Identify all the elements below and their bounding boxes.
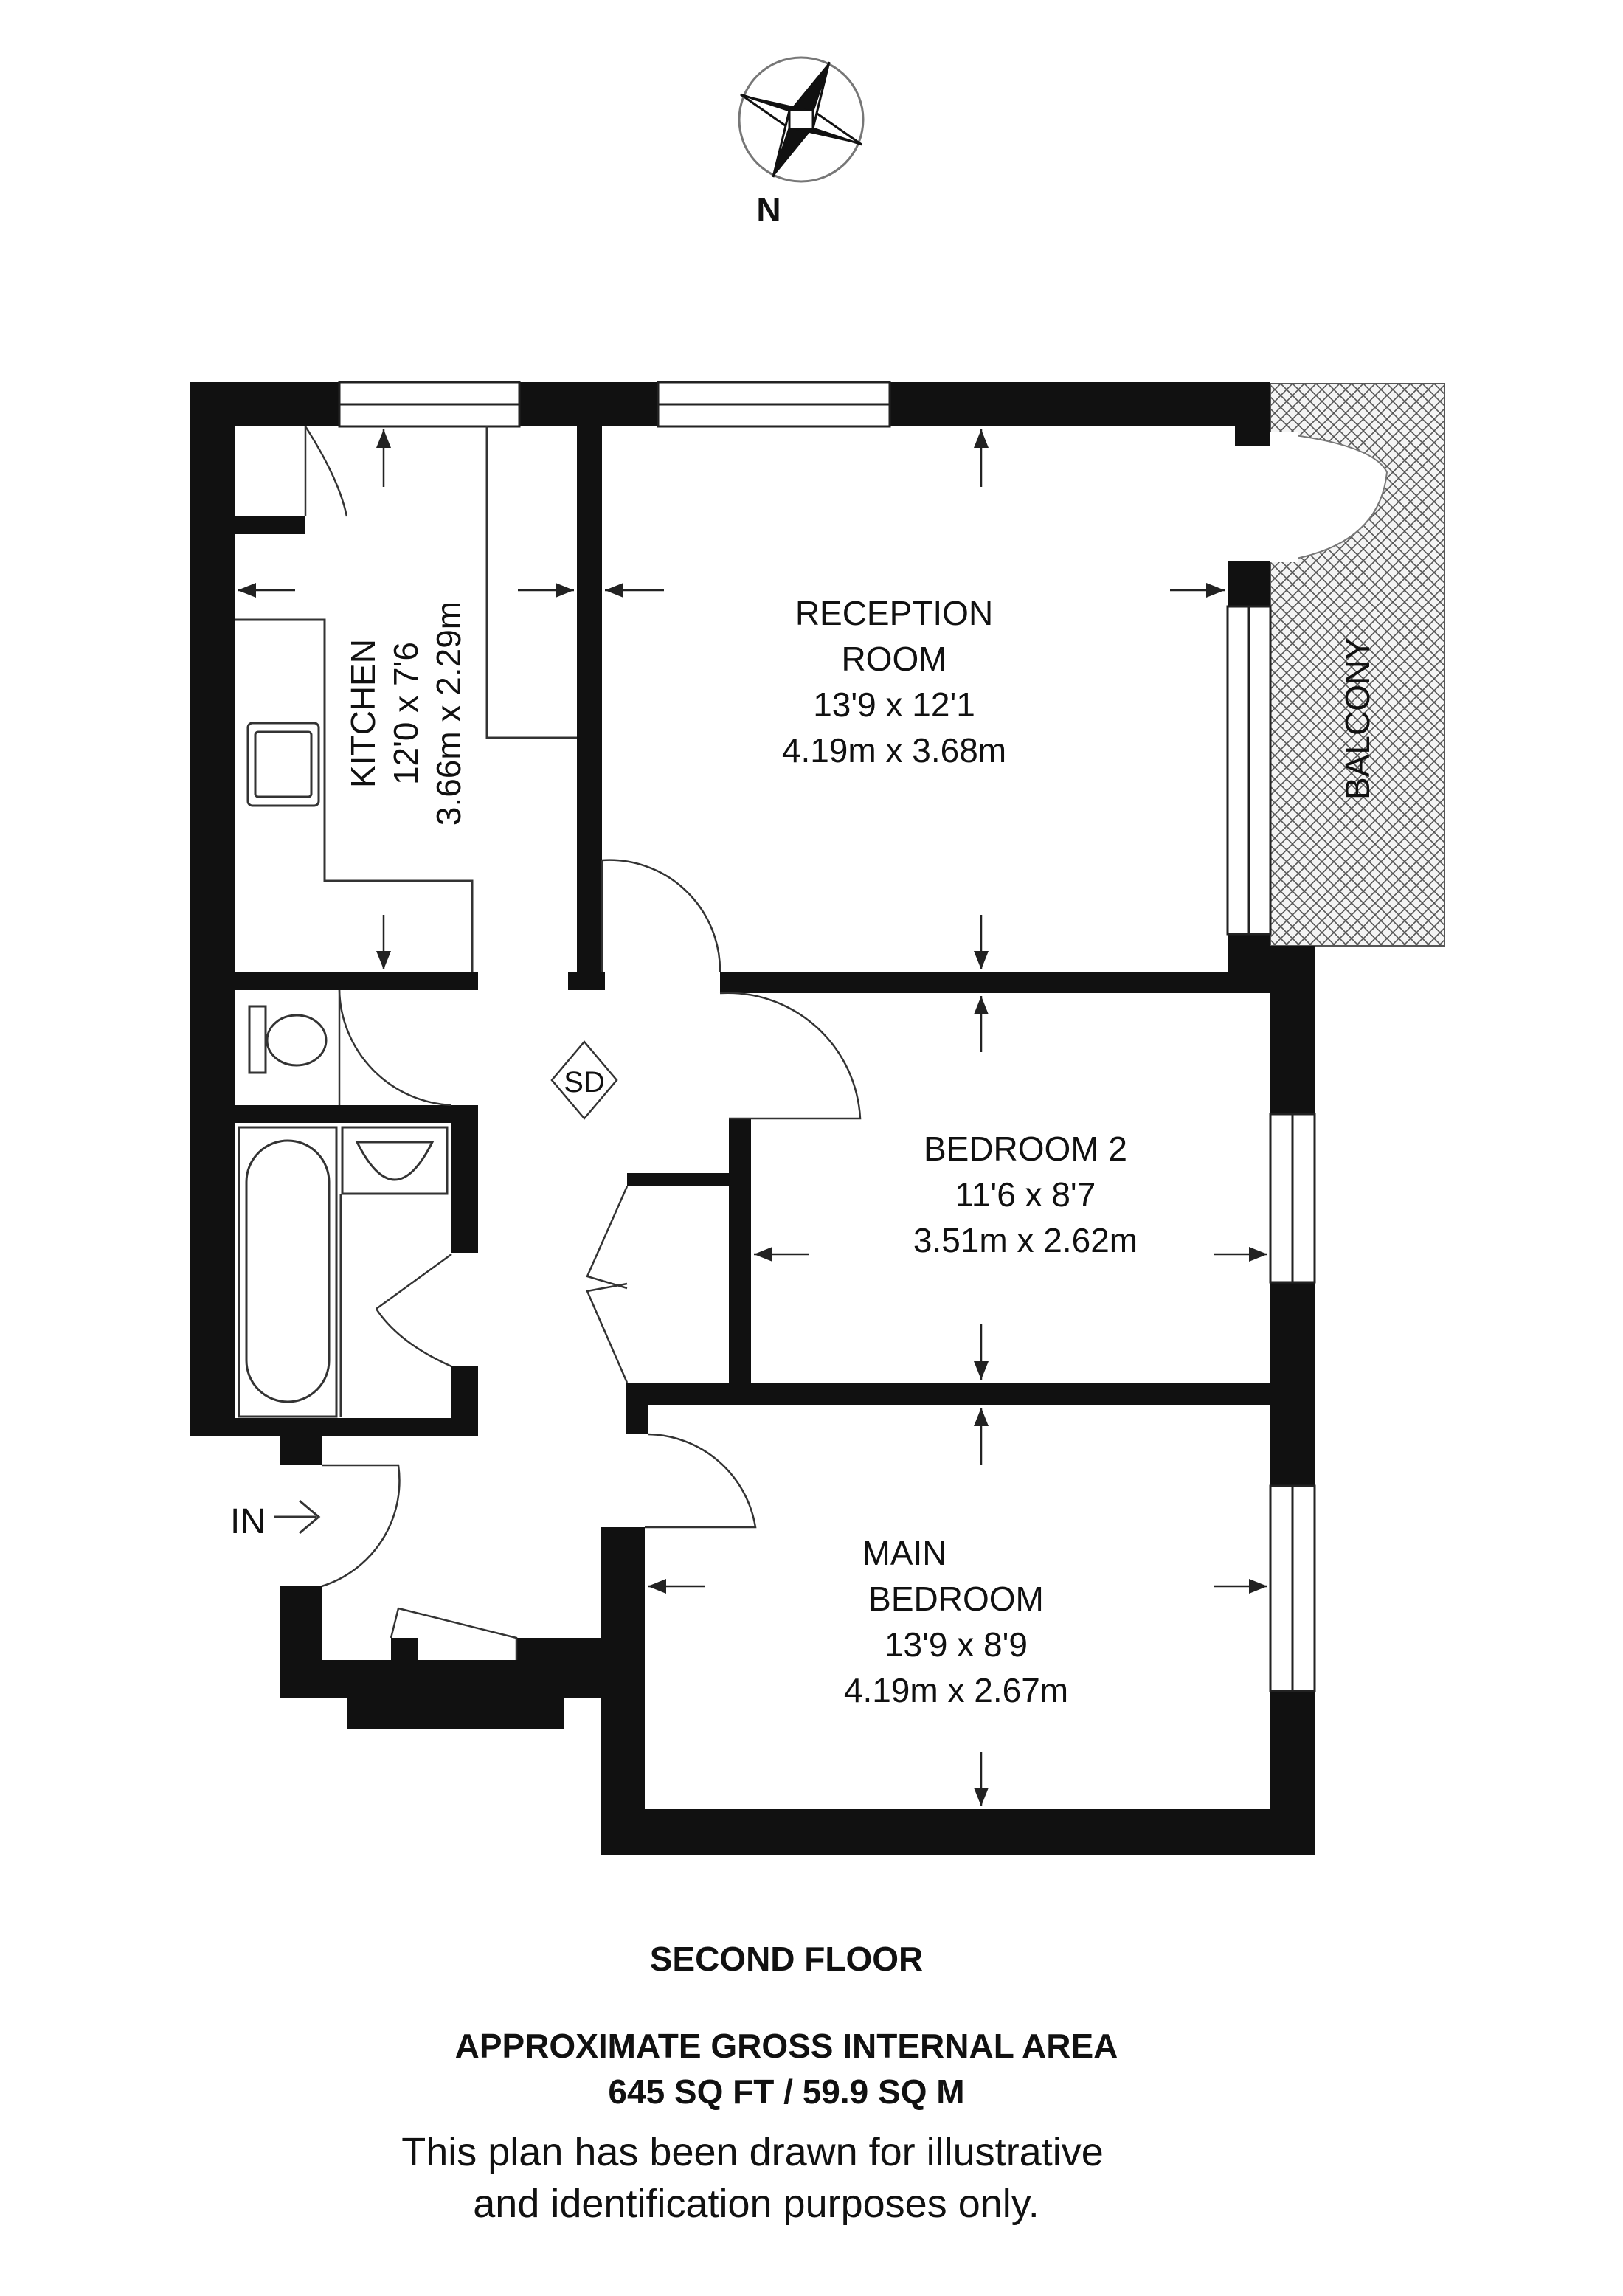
basin-icon xyxy=(341,1126,449,1195)
entrance-marker: IN xyxy=(230,1499,321,1541)
kitchen-label: KITCHEN 12'0 x 7'6 3.66m x 2.29m xyxy=(342,573,470,854)
walls xyxy=(190,382,1315,1855)
compass-north-label: N xyxy=(756,190,781,229)
bath-icon xyxy=(238,1126,338,1418)
reception-label: RECEPTION ROOM 13'9 x 12'1 4.19m x 3.68m xyxy=(747,590,1042,773)
toilet-icon xyxy=(248,1005,267,1074)
smoke-detector-icon: SD xyxy=(550,1040,618,1120)
main-bedroom-label: MAIN BEDROOM 13'9 x 8'9 4.19m x 2.67m xyxy=(809,1530,1104,1713)
balcony-label: BALCONY xyxy=(1336,637,1379,800)
kitchen-metric: 3.66m x 2.29m xyxy=(429,601,468,826)
fixtures xyxy=(235,426,577,1418)
smoke-detector-label: SD xyxy=(564,1066,605,1099)
reception-metric: 4.19m x 3.68m xyxy=(781,731,1007,770)
floor-title: SECOND FLOOR xyxy=(649,1940,924,1978)
compass-icon: N xyxy=(738,56,865,229)
main-bedroom-metric: 4.19m x 2.67m xyxy=(843,1671,1069,1709)
doors xyxy=(304,426,862,1660)
bedroom2-metric: 3.51m x 2.62m xyxy=(913,1221,1138,1259)
disclaimer-line2: and identification purposes only. xyxy=(473,2182,1039,2226)
dimension-arrows xyxy=(238,429,1267,1806)
area-value: 645 SQ FT / 59.9 SQ M xyxy=(608,2072,965,2111)
kitchen-name: KITCHEN xyxy=(344,639,382,788)
balcony-area xyxy=(1270,383,1445,947)
disclaimer-line1: This plan has been drawn for illustrativ… xyxy=(401,2130,1104,2174)
kitchen-imperial: 12'0 x 7'6 xyxy=(387,641,425,786)
kitchen-sink-icon xyxy=(246,722,320,807)
main-bedroom-imperial: 13'9 x 8'9 xyxy=(884,1625,1028,1664)
bedroom2-imperial: 11'6 x 8'7 xyxy=(955,1175,1096,1214)
balcony-name: BALCONY xyxy=(1338,637,1377,800)
main-bedroom-name-line2: BEDROOM xyxy=(868,1580,1044,1618)
bedroom2-label: BEDROOM 2 11'6 x 8'7 3.51m x 2.62m xyxy=(878,1126,1173,1263)
main-bedroom-name-line1: MAIN xyxy=(862,1534,947,1572)
reception-name-line2: ROOM xyxy=(841,640,947,678)
bedroom2-name: BEDROOM 2 xyxy=(923,1130,1128,1168)
area-title: APPROXIMATE GROSS INTERNAL AREA xyxy=(454,2027,1118,2065)
reception-name-line1: RECEPTION xyxy=(795,594,994,632)
entrance-label: IN xyxy=(230,1502,266,1541)
windows xyxy=(338,381,1316,1692)
entrance-arrow-icon xyxy=(274,1499,321,1535)
reception-imperial: 13'9 x 12'1 xyxy=(813,685,975,724)
